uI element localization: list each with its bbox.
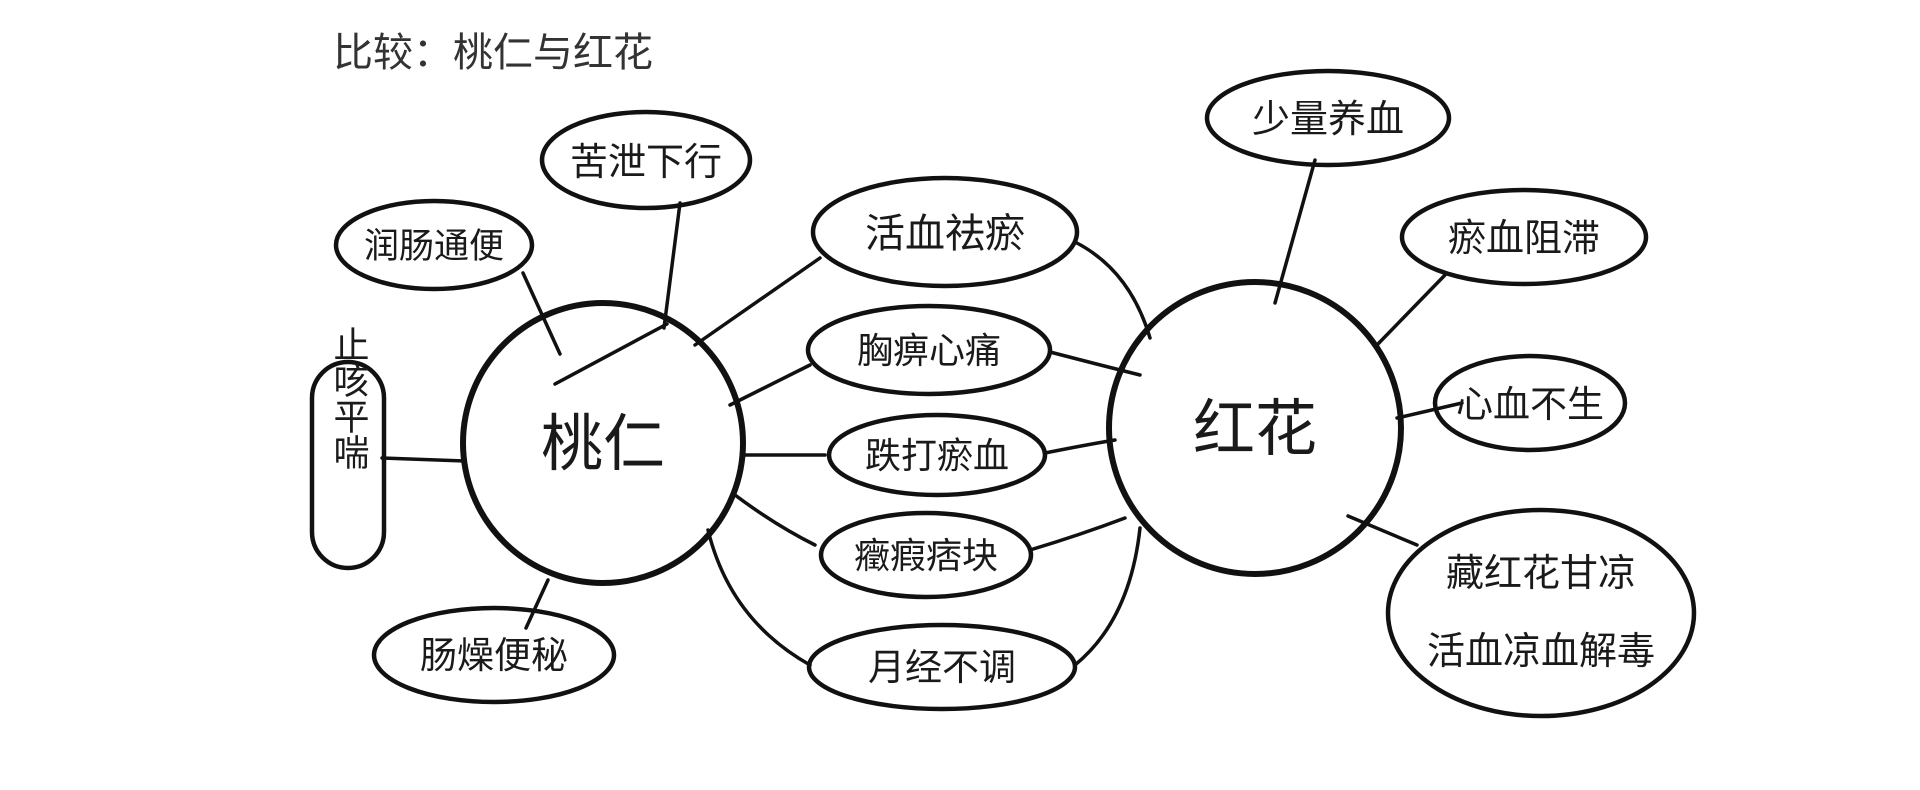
left-node-1-bubble [333, 198, 535, 292]
right-node-0-bubble [1204, 68, 1452, 168]
left-node-2-label: 止咳平喘 [328, 326, 369, 470]
shared-node-0: 活血祛瘀 [810, 175, 1080, 289]
hub-left-label: 桃仁 [541, 407, 665, 480]
shared-node-3-bubble [818, 510, 1034, 600]
connector-left-node-3 [524, 578, 550, 630]
connector-right-node-1 [1375, 273, 1447, 347]
shared-node-3-label: 癥瘕痞块 [854, 536, 998, 577]
right-node-0-label: 少量养血 [1252, 97, 1404, 141]
connector-shared-1-right [1048, 350, 1142, 377]
hub-left: 桃仁 [460, 300, 746, 586]
right-node-1-label: 瘀血阻滞 [1448, 216, 1600, 260]
left-node-0: 苦泄下行 [539, 109, 753, 211]
shared-node-2: 跌打瘀血 [826, 412, 1048, 498]
shared-node-3: 癥瘕痞块 [818, 510, 1034, 600]
connector-left-node-1 [521, 271, 562, 356]
left-node-0-bubble [539, 109, 753, 211]
shared-node-2-label: 跌打瘀血 [865, 436, 1009, 477]
right-node-2: 心血不生 [1432, 353, 1628, 453]
hub-left-circle [460, 300, 746, 586]
shared-node-1: 胸痹心痛 [805, 303, 1053, 397]
left-node-3-label: 肠燥便秘 [420, 634, 568, 677]
connector-shared-1-left [728, 363, 812, 407]
right-node-4-label: 活血凉血解毒 [1427, 629, 1655, 673]
right-node-2-label: 心血不生 [1456, 383, 1604, 426]
left-node-3: 肠燥便秘 [371, 605, 617, 705]
connector-shared-0-right [1073, 240, 1152, 340]
right-node-1-bubble [1399, 187, 1649, 287]
shared-node-4-label: 月经不调 [868, 646, 1016, 689]
left-node-2-bubble [309, 359, 387, 571]
left-node-0-label: 苦泄下行 [570, 140, 722, 184]
connector-shared-0-left [693, 256, 822, 347]
right-node-1: 瘀血阻滞 [1399, 187, 1649, 287]
diagram-title: 比较：桃仁与红花 [333, 30, 653, 76]
shared-node-0-bubble [810, 175, 1080, 289]
shared-node-4-bubble [806, 622, 1078, 712]
left-node-1: 润肠通便 [333, 198, 535, 292]
connector-left-supreme [553, 322, 669, 386]
left-node-1-label: 润肠通便 [364, 227, 504, 267]
shared-node-0-label: 活血祛瘀 [865, 211, 1025, 257]
shared-node-2-bubble [826, 412, 1048, 498]
left-node-3-bubble [371, 605, 617, 705]
left-node-2: 止咳平喘 [309, 326, 387, 571]
right-node-0: 少量养血 [1204, 68, 1452, 168]
connector-left-node-2 [380, 456, 467, 463]
connectors [380, 158, 1464, 667]
hub-right-circle [1106, 279, 1404, 577]
right-node-3-label: 藏红花甘凉 [1446, 551, 1636, 595]
shared-node-1-label: 胸痹心痛 [857, 331, 1001, 372]
shared-node-1-bubble [805, 303, 1053, 397]
connector-left-node-0 [662, 201, 682, 330]
right-node-3: 藏红花甘凉 活血凉血解毒 [1385, 507, 1697, 719]
connector-shared-3-right [1028, 516, 1127, 552]
right-node-3-bubble [1385, 507, 1697, 719]
connector-shared-4-left [706, 528, 812, 667]
hub-right: 红花 [1106, 279, 1404, 577]
connector-shared-3-left [733, 493, 817, 547]
connector-shared-4-right [1073, 526, 1142, 667]
shared-node-4: 月经不调 [806, 622, 1078, 712]
connector-right-node-0 [1273, 158, 1317, 305]
connector-shared-2-right [1043, 438, 1117, 455]
right-node-2-bubble [1432, 353, 1628, 453]
hub-right-label: 红花 [1193, 392, 1317, 465]
connector-right-node-2 [1395, 401, 1464, 420]
connector-right-node-3 [1346, 514, 1419, 547]
